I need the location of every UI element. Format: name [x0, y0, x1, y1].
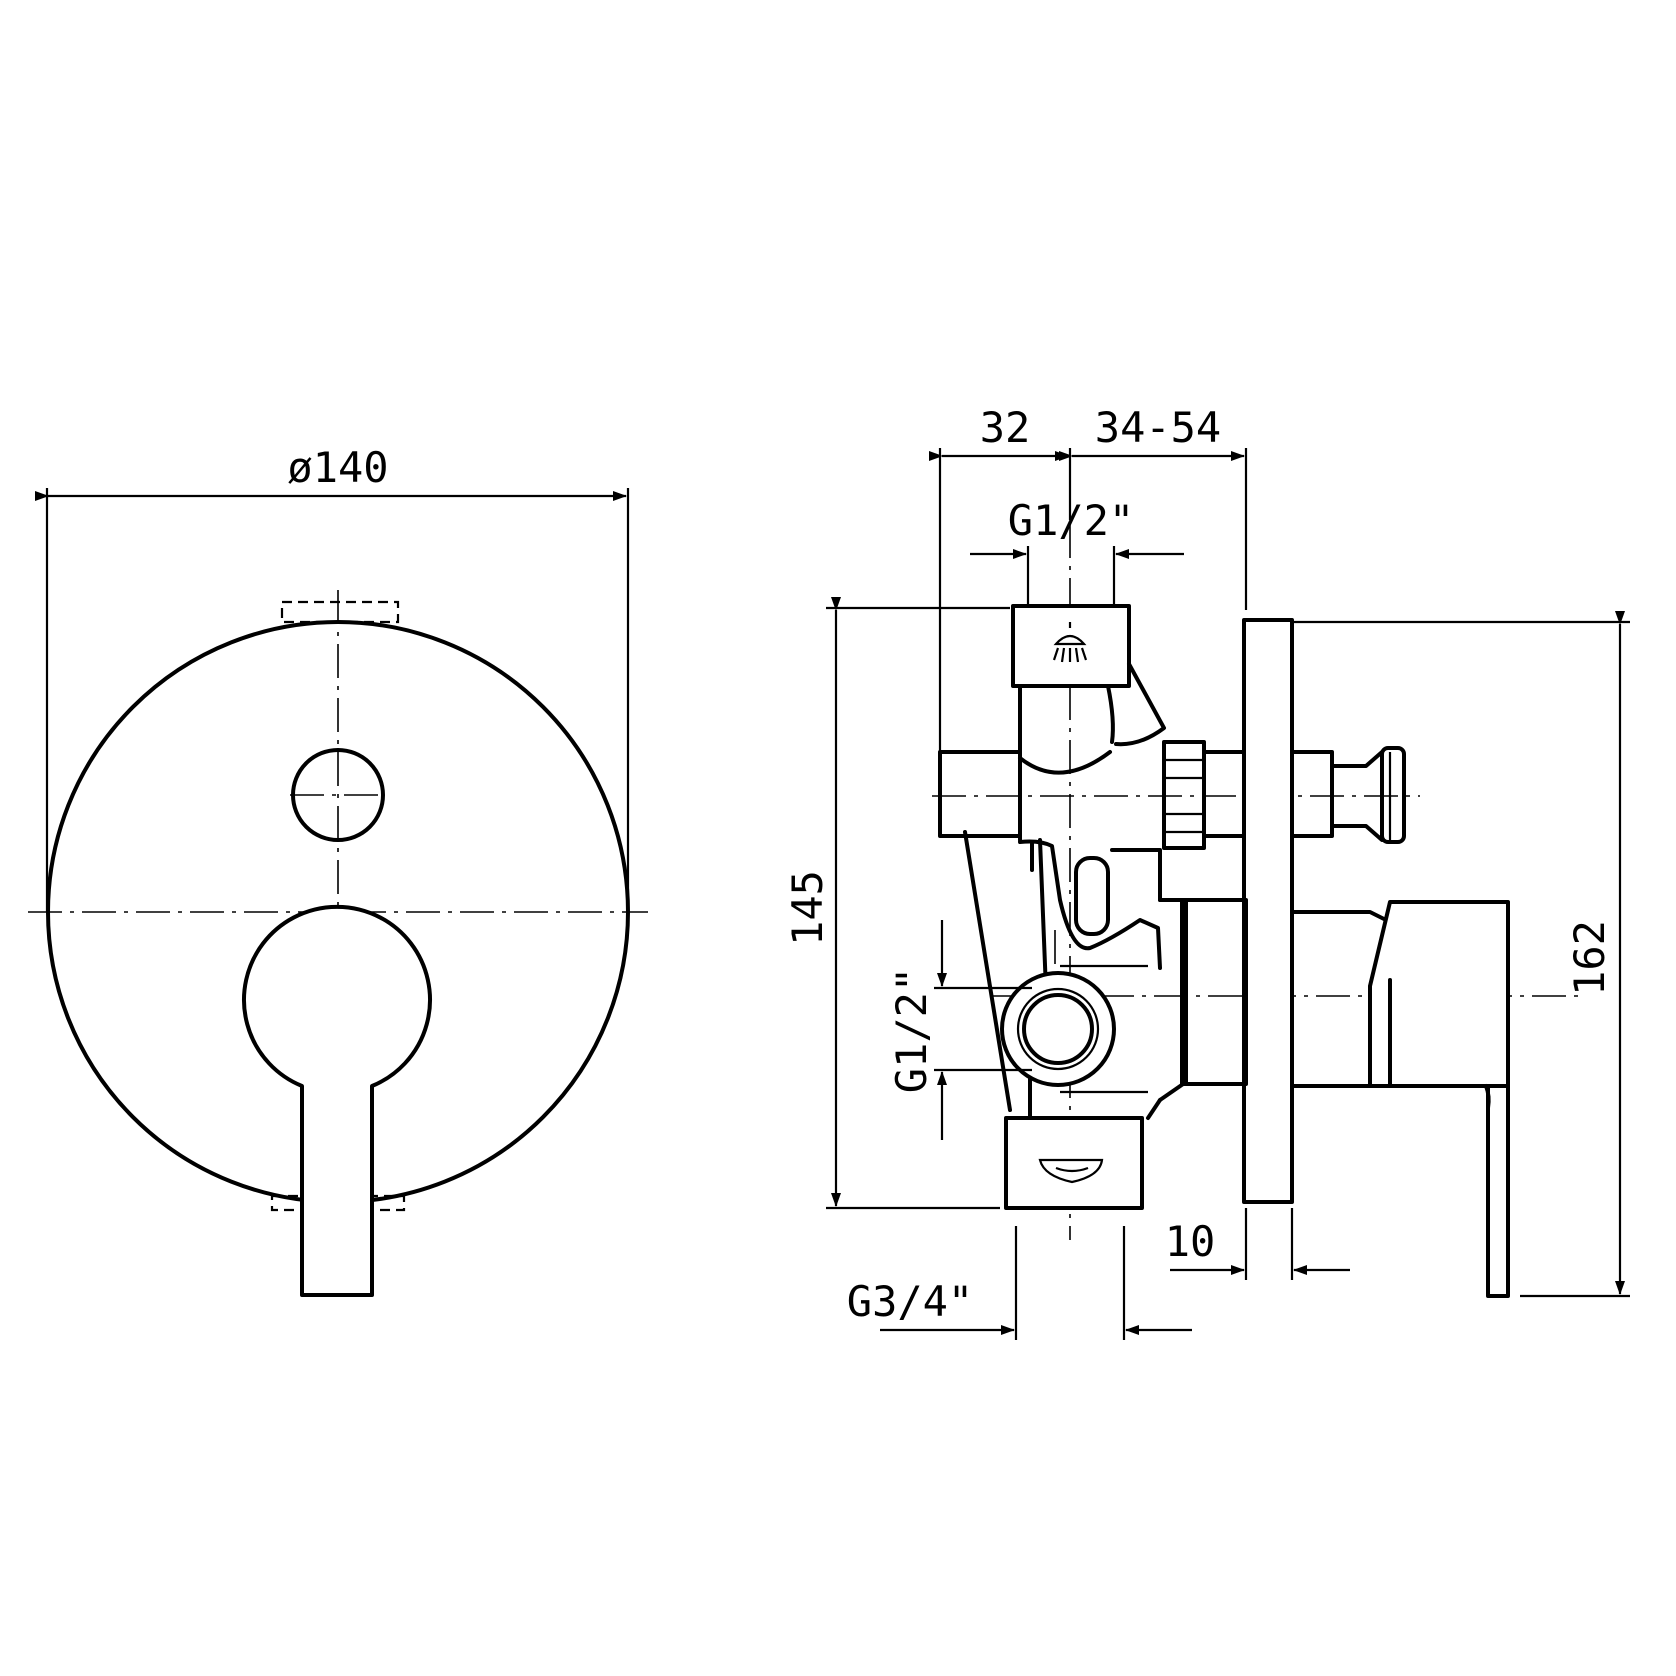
hidden-body-top	[280, 600, 400, 624]
bottom-outlet-thread-label: G3/4"	[847, 1277, 973, 1326]
wall-range-label: 34-54	[1095, 403, 1221, 452]
side-inlet-thread-label: G1/2"	[887, 967, 936, 1093]
body-height-dimension: 145	[783, 597, 1010, 1210]
body-height-label: 145	[783, 870, 832, 946]
diameter-label: ø140	[287, 443, 388, 492]
shower-head-icon	[1052, 622, 1088, 663]
bottom-outlet-dimension: G3/4"	[847, 1226, 1192, 1340]
plate-thickness-dimension: 10	[1165, 1208, 1350, 1280]
offset-label: 32	[980, 403, 1031, 452]
plate-thickness-label: 10	[1165, 1217, 1216, 1266]
top-outlet-thread-label: G1/2"	[1008, 496, 1134, 545]
side-inlet-fitting	[1000, 964, 1148, 1094]
valve-body	[938, 604, 1244, 1210]
top-outlet-dimension: G1/2"	[970, 496, 1184, 604]
overall-height-label: 162	[1565, 920, 1614, 996]
diameter-dimension: ø140	[35, 443, 630, 912]
side-view: 32 34-54 G1/2" 145 162	[783, 403, 1630, 1340]
handle-side	[1180, 898, 1510, 1298]
bath-spout-icon	[1038, 1158, 1104, 1184]
front-view: ø140	[28, 443, 648, 1297]
side-cover-plate	[1242, 618, 1294, 1204]
diverter-knob	[291, 748, 385, 842]
diverter-knob-side	[1290, 746, 1406, 844]
top-dimensions: 32 34-54	[929, 403, 1248, 830]
side-inlet-dimension: G1/2"	[887, 920, 1032, 1140]
handle-lever	[242, 904, 432, 1297]
overall-height-dimension: 162	[1294, 611, 1630, 1298]
